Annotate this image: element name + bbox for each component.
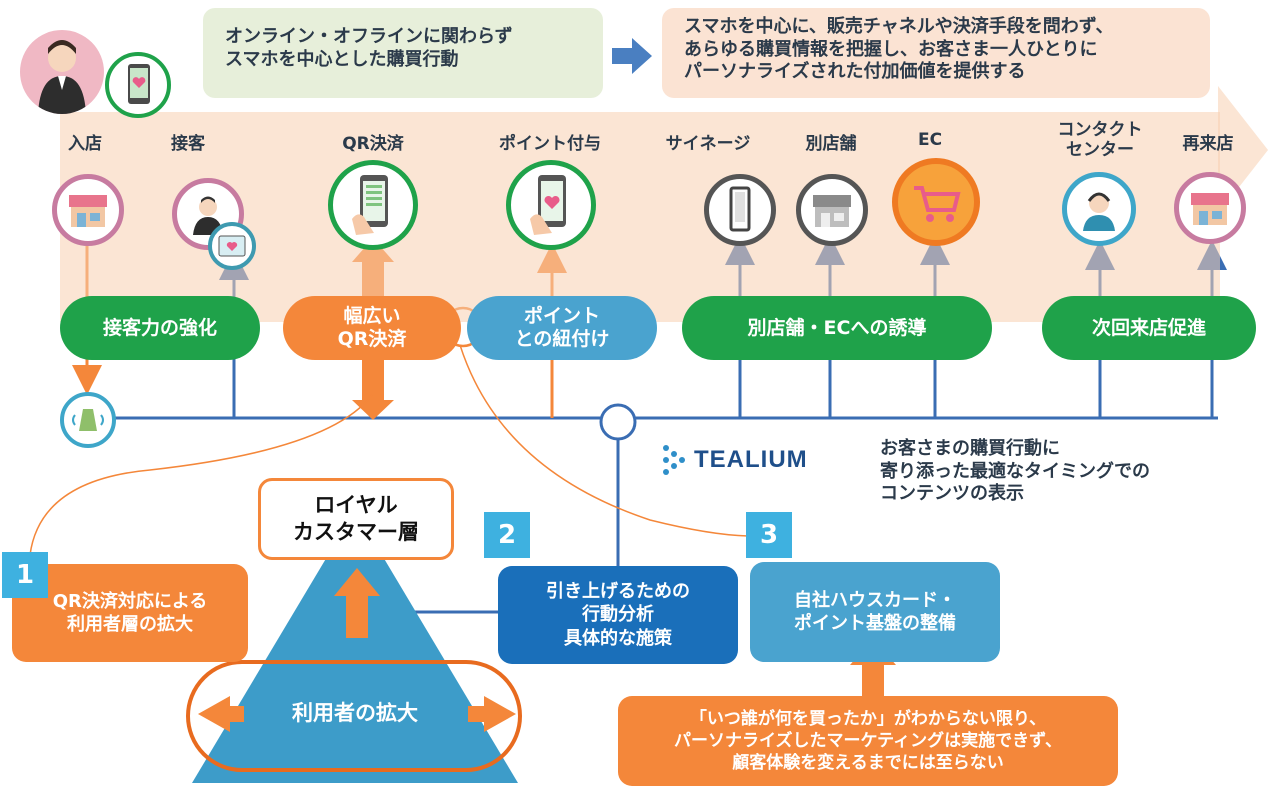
pill-point-link: ポイント との紐付け <box>467 296 657 360</box>
shop-icon <box>796 174 868 246</box>
step-label-service: 接客 <box>171 134 205 154</box>
pill-store-ec-guidance: 別店舗・ECへの誘導 <box>682 296 992 360</box>
staff-tablet-icon <box>172 178 244 250</box>
pill-service-enhancement: 接客力の強化 <box>60 296 260 360</box>
step-label-qr: QR決済 <box>342 134 404 154</box>
beacon-icon <box>60 392 116 448</box>
header-arrow <box>612 38 652 74</box>
badge-1: 1 <box>2 552 48 598</box>
smartphone-qr-icon <box>328 160 418 250</box>
step-label-contact: コンタクト センター <box>1057 120 1143 161</box>
right-callout: スマホを中心に、販売チャネルや決済手段を問わず、 あらゆる購買情報を把握し、お客… <box>662 8 1210 98</box>
customer-avatar <box>20 30 104 114</box>
tealium-description: お客さまの購買行動に 寄り添った最適なタイミングでの コンテンツの表示 <box>880 438 1150 504</box>
tealium-mark-icon <box>663 445 685 475</box>
bottom-note: 「いつ誰が何を買ったか」がわからない限り、 パーソナライズしたマーケティングは実… <box>618 696 1118 786</box>
step-label-entry: 入店 <box>68 134 102 154</box>
step-label-ec: EC <box>917 130 943 150</box>
box-qr-user-expansion: QR決済対応による 利用者層の拡大 <box>12 564 248 662</box>
user-expansion-ring <box>186 660 522 772</box>
box-house-card-platform: 自社ハウスカード・ ポイント基盤の整備 <box>750 562 1000 662</box>
tealium-logo: TEALIUM <box>660 440 860 480</box>
step-label-signage: サイネージ <box>665 134 751 154</box>
tealium-wordmark: TEALIUM <box>694 446 808 473</box>
tablet-heart-icon <box>208 222 256 270</box>
phone-badge-icon <box>105 52 171 118</box>
badge-3: 3 <box>746 512 792 558</box>
signage-icon <box>704 174 776 246</box>
pill-revisit-promotion: 次回来店促進 <box>1042 296 1256 360</box>
step-label-other-store: 別店舗 <box>805 134 857 154</box>
cart-icon <box>892 158 980 246</box>
step-label-point: ポイント付与 <box>499 134 601 154</box>
store-icon <box>52 174 124 246</box>
left-callout: オンライン・オフラインに関わらず スマホを中心とした購買行動 <box>203 8 603 98</box>
user-expansion-label: 利用者の拡大 <box>292 701 418 725</box>
loyal-customer-box: ロイヤル カスタマー層 <box>258 478 454 560</box>
pyramid-shape <box>192 510 518 783</box>
operator-icon <box>1062 172 1136 246</box>
badge-2: 2 <box>484 512 530 558</box>
woman-smartphone-icon <box>38 40 86 114</box>
step-label-revisit: 再来店 <box>1182 134 1234 154</box>
box-behavior-analysis: 引き上げるための 行動分析 具体的な施策 <box>498 566 738 664</box>
store-revisit-icon <box>1174 172 1246 244</box>
smartphone-heart-icon <box>506 160 596 250</box>
pill-qr-payment: 幅広い QR決済 <box>283 296 461 360</box>
timeline-band <box>60 112 1220 322</box>
